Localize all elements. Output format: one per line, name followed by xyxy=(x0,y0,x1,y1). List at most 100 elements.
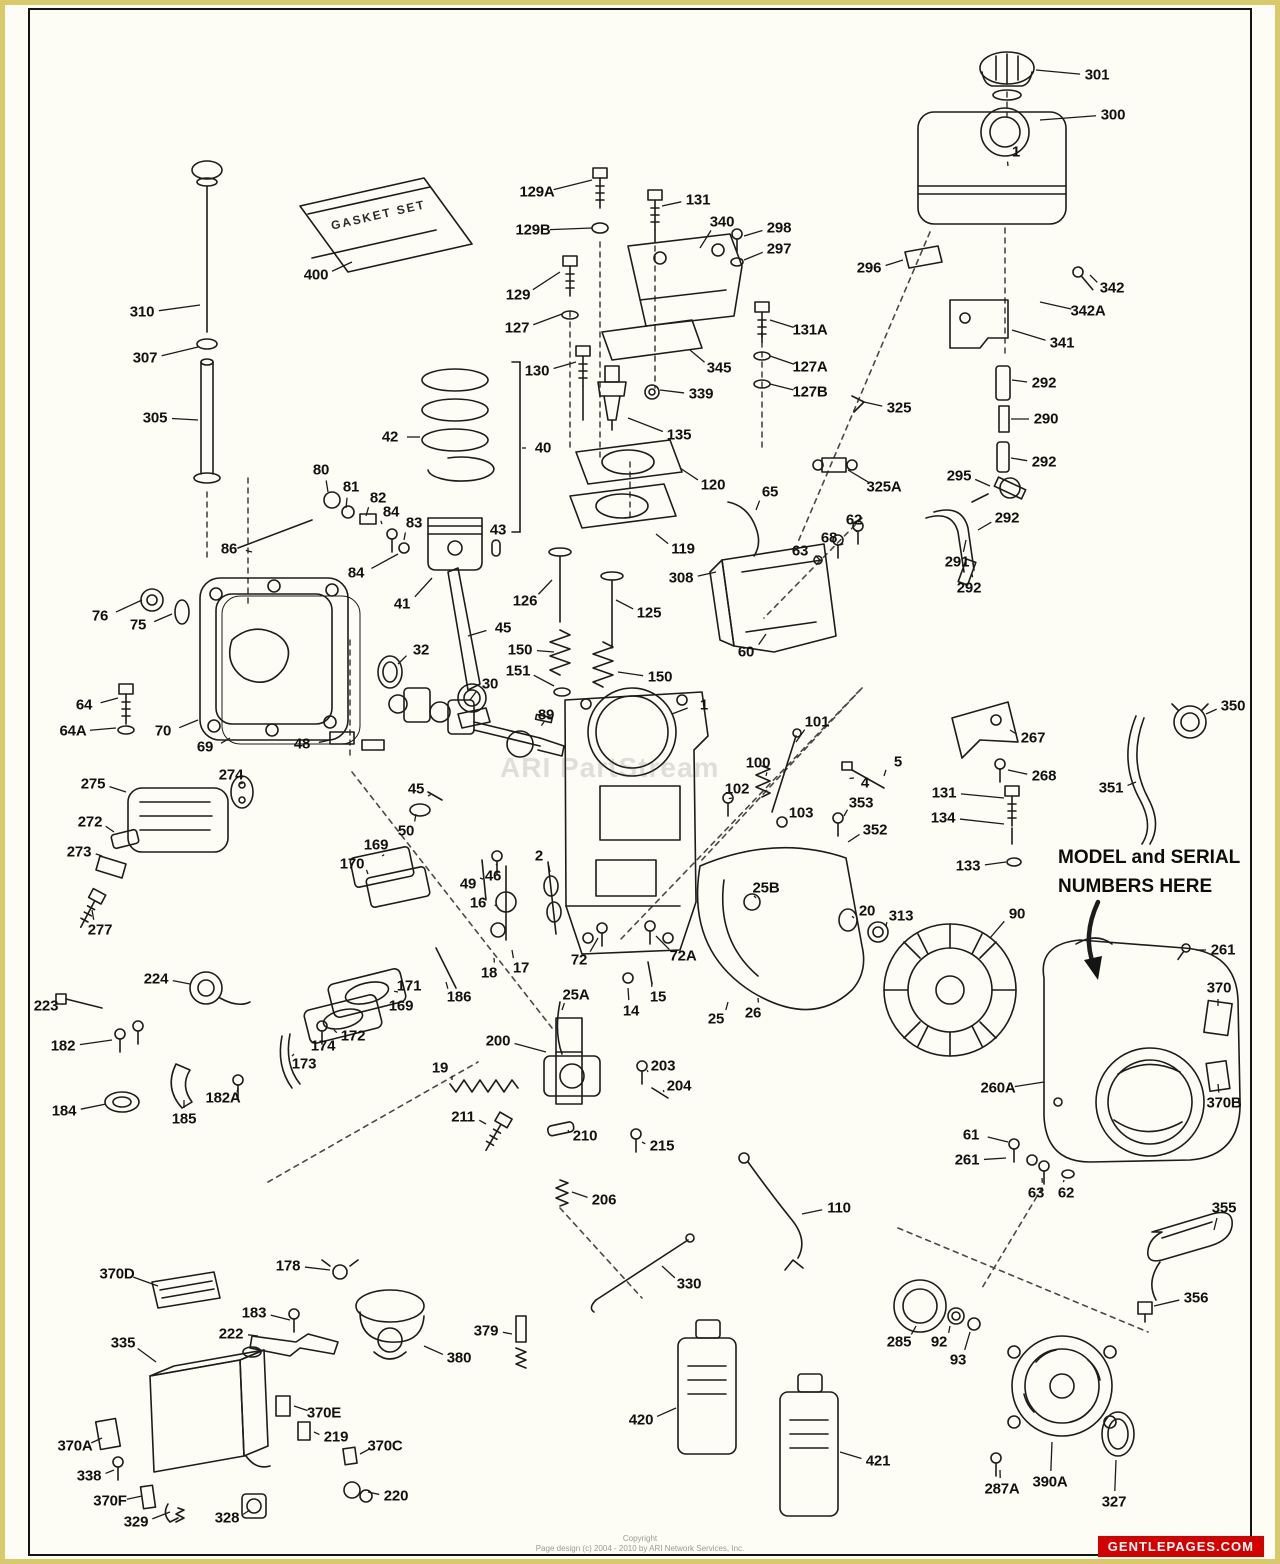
part-label-120: 120 xyxy=(700,476,726,494)
part-label-62: 62 xyxy=(845,511,863,529)
part-label-210: 210 xyxy=(572,1127,598,1145)
part-label-43: 43 xyxy=(489,521,507,539)
site-badge: GENTLEPAGES.COM xyxy=(1097,1536,1264,1557)
model-serial-line2: NUMBERS HERE xyxy=(1058,876,1213,898)
cylinder-block xyxy=(481,687,709,1055)
part-label-356: 356 xyxy=(1183,1289,1209,1307)
part-label-260A: 260A xyxy=(980,1079,1016,1097)
part-label-186: 186 xyxy=(446,988,472,1006)
part-label-14: 14 xyxy=(622,1002,640,1020)
intake-plates xyxy=(279,791,457,1089)
construction-lines xyxy=(206,91,1149,1333)
part-label-353: 353 xyxy=(848,794,874,812)
mounting-bracket xyxy=(951,701,1022,867)
part-label-370B: 370B xyxy=(1206,1094,1242,1112)
piston-rings xyxy=(421,361,521,533)
part-label-370A: 370A xyxy=(57,1437,93,1455)
part-label-76: 76 xyxy=(91,607,109,625)
part-label-72: 72 xyxy=(570,951,588,969)
part-label-291: 291 xyxy=(944,553,970,571)
part-label-89: 89 xyxy=(537,706,555,724)
part-label-400: 400 xyxy=(303,266,329,284)
part-label-64: 64 xyxy=(75,696,93,714)
part-label-169: 169 xyxy=(388,997,414,1015)
part-label-296: 296 xyxy=(856,259,882,277)
part-label-185: 185 xyxy=(171,1110,197,1128)
part-label-268: 268 xyxy=(1031,767,1057,785)
part-label-310: 310 xyxy=(129,303,155,321)
part-label-133: 133 xyxy=(955,857,981,875)
part-label-219: 219 xyxy=(323,1428,349,1446)
air-baffle xyxy=(709,543,837,653)
part-label-222: 222 xyxy=(218,1325,244,1343)
part-label-30: 30 xyxy=(481,675,499,693)
part-label-40: 40 xyxy=(534,439,552,457)
part-label-135: 135 xyxy=(666,426,692,444)
part-label-339: 339 xyxy=(688,385,714,403)
part-label-220: 220 xyxy=(383,1487,409,1505)
part-label-345: 345 xyxy=(706,359,732,377)
part-label-313: 313 xyxy=(888,907,914,925)
part-label-48: 48 xyxy=(293,735,311,753)
valves-springs xyxy=(548,547,624,697)
part-label-49: 49 xyxy=(459,875,477,893)
part-label-379: 379 xyxy=(473,1322,499,1340)
part-label-84: 84 xyxy=(347,564,365,582)
part-label-25B: 25B xyxy=(752,879,780,897)
part-label-351: 351 xyxy=(1098,779,1124,797)
part-label-26: 26 xyxy=(744,1004,762,1022)
part-label-102: 102 xyxy=(724,780,750,798)
tank-fittings xyxy=(904,245,1094,586)
part-label-174: 174 xyxy=(310,1037,336,1055)
part-label-125: 125 xyxy=(636,604,662,622)
part-label-81: 81 xyxy=(342,478,360,496)
part-label-129: 129 xyxy=(505,286,531,304)
part-label-60: 60 xyxy=(737,643,755,661)
part-label-150: 150 xyxy=(507,641,533,659)
part-label-200: 200 xyxy=(485,1032,511,1050)
part-label-267: 267 xyxy=(1020,729,1046,747)
part-label-169: 169 xyxy=(363,836,389,854)
part-label-15: 15 xyxy=(649,988,667,1006)
part-label-352: 352 xyxy=(862,821,888,839)
footer-copyright: Copyright Page design (c) 2004 - 2010 by… xyxy=(0,1534,1280,1554)
part-label-41: 41 xyxy=(393,595,411,613)
part-label-46: 46 xyxy=(484,867,502,885)
part-label-390A: 390A xyxy=(1032,1473,1068,1491)
carburetor-cluster xyxy=(449,1017,669,1207)
part-label-16: 16 xyxy=(469,894,487,912)
part-label-292: 292 xyxy=(956,579,982,597)
part-label-62: 62 xyxy=(1057,1184,1075,1202)
part-label-100: 100 xyxy=(745,754,771,772)
part-label-277: 277 xyxy=(87,921,113,939)
fuel-tank xyxy=(917,51,1067,225)
part-label-86: 86 xyxy=(220,540,238,558)
part-label-335: 335 xyxy=(110,1334,136,1352)
part-label-287A: 287A xyxy=(984,1480,1020,1498)
part-label-342A: 342A xyxy=(1070,302,1106,320)
watermark: ARI PartStream xyxy=(500,752,720,783)
part-label-172: 172 xyxy=(340,1027,366,1045)
part-label-297: 297 xyxy=(766,240,792,258)
part-label-18: 18 xyxy=(480,964,498,982)
part-label-1: 1 xyxy=(1011,143,1021,161)
part-label-261: 261 xyxy=(1210,941,1236,959)
lower-fuel-tank xyxy=(94,1271,271,1523)
part-label-45: 45 xyxy=(407,780,425,798)
part-label-151: 151 xyxy=(505,662,531,680)
part-label-327: 327 xyxy=(1101,1493,1127,1511)
part-label-134: 134 xyxy=(930,809,956,827)
part-label-261: 261 xyxy=(954,1151,980,1169)
part-label-126: 126 xyxy=(512,592,538,610)
part-label-223: 223 xyxy=(33,997,59,1015)
part-label-305: 305 xyxy=(142,409,168,427)
part-label-127A: 127A xyxy=(792,358,828,376)
part-label-75: 75 xyxy=(129,616,147,634)
part-label-421: 421 xyxy=(865,1452,891,1470)
cylinder-head xyxy=(117,491,410,751)
oil-bottles xyxy=(677,1319,839,1517)
part-label-292: 292 xyxy=(994,509,1020,527)
part-label-204: 204 xyxy=(666,1077,692,1095)
part-label-131A: 131A xyxy=(792,321,828,339)
